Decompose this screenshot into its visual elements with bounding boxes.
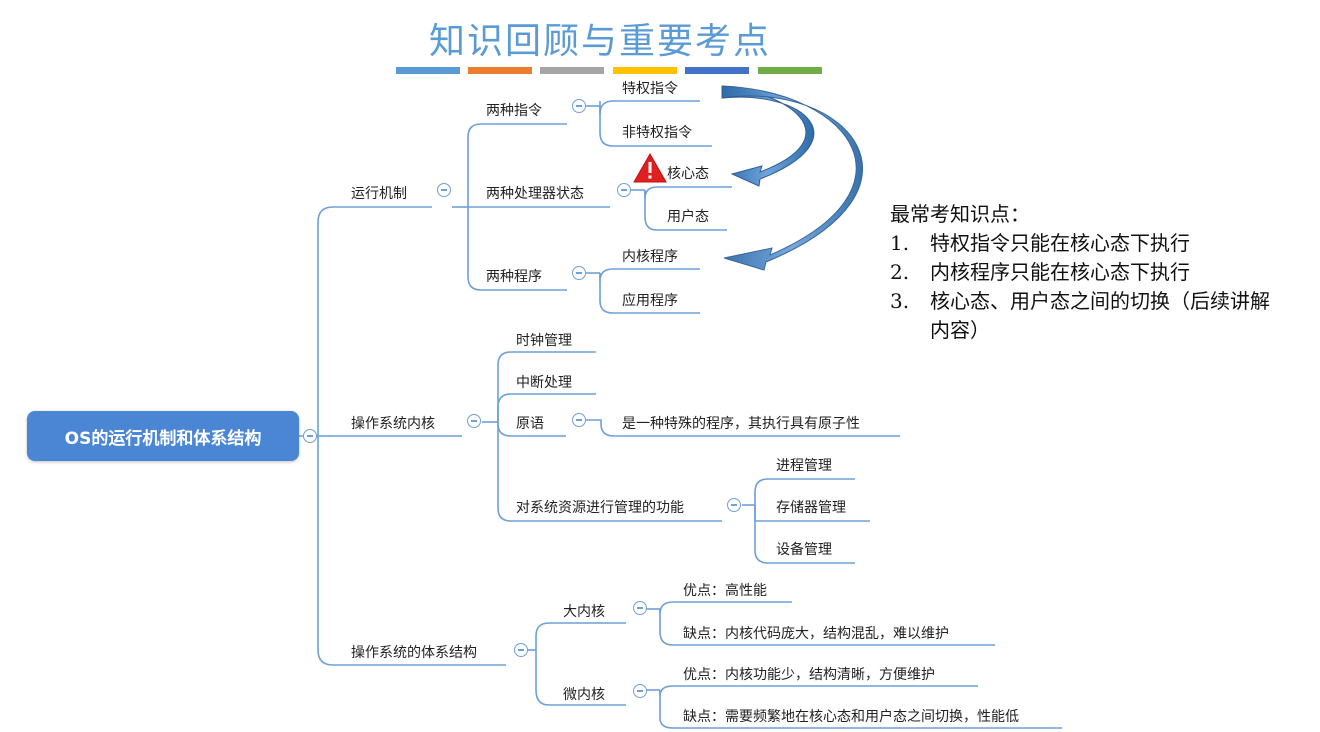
collapse-icon[interactable] bbox=[572, 413, 586, 427]
node-two-instructions[interactable]: 两种指令 bbox=[486, 103, 542, 119]
color-bar-5 bbox=[685, 67, 749, 74]
key-point-text: 核心态、用户态之间的切换（后续讲解内容） bbox=[930, 289, 1270, 342]
root-node[interactable]: OS的运行机制和体系结构 bbox=[27, 411, 299, 461]
key-point-text: 特权指令只能在核心态下执行 bbox=[930, 231, 1190, 255]
page-title: 知识回顾与重要考点 bbox=[428, 21, 771, 62]
node-resource-management[interactable]: 对系统资源进行管理的功能 bbox=[516, 500, 684, 516]
key-point-item: 2. 内核程序只能在核心态下执行 bbox=[890, 258, 1288, 287]
color-bar-2 bbox=[468, 67, 532, 74]
key-point-item: 1. 特权指令只能在核心态下执行 bbox=[890, 229, 1288, 258]
branch-os-architecture[interactable]: 操作系统的体系结构 bbox=[351, 645, 477, 661]
node-device-management[interactable]: 设备管理 bbox=[776, 542, 832, 558]
curved-arrow-icon bbox=[721, 85, 863, 271]
node-kernel-mode[interactable]: 核心态 bbox=[667, 166, 709, 182]
node-primitive[interactable]: 原语 bbox=[516, 416, 544, 432]
key-point-item: 3. 核心态、用户态之间的切换（后续讲解内容） bbox=[890, 287, 1288, 345]
node-memory-management[interactable]: 存储器管理 bbox=[776, 500, 846, 516]
collapse-icon[interactable] bbox=[303, 429, 317, 443]
key-points-heading: 最常考知识点： bbox=[890, 202, 1030, 226]
node-application-program[interactable]: 应用程序 bbox=[622, 293, 678, 309]
node-monolithic-kernel[interactable]: 大内核 bbox=[563, 604, 605, 620]
collapse-icon[interactable] bbox=[437, 183, 451, 197]
node-primitive-detail[interactable]: 是一种特殊的程序，其执行具有原子性 bbox=[622, 416, 860, 432]
node-microkernel-con[interactable]: 缺点：需要频繁地在核心态和用户态之间切换，性能低 bbox=[683, 709, 1019, 725]
collapse-icon[interactable] bbox=[617, 183, 631, 197]
branch-runtime-mechanism[interactable]: 运行机制 bbox=[351, 186, 407, 202]
collapse-icon[interactable] bbox=[633, 601, 647, 615]
node-clock-management[interactable]: 时钟管理 bbox=[516, 333, 572, 349]
color-bar-6 bbox=[758, 67, 822, 74]
collapse-icon[interactable] bbox=[572, 99, 586, 113]
node-kernel-program[interactable]: 内核程序 bbox=[622, 249, 678, 265]
node-user-mode[interactable]: 用户态 bbox=[667, 209, 709, 225]
key-point-number: 2. bbox=[890, 260, 910, 284]
collapse-icon[interactable] bbox=[467, 414, 481, 428]
color-bar-1 bbox=[396, 67, 460, 74]
warning-icon bbox=[633, 152, 667, 183]
collapse-icon[interactable] bbox=[727, 498, 741, 512]
color-bar-4 bbox=[613, 67, 677, 74]
node-monolithic-pro[interactable]: 优点：高性能 bbox=[683, 583, 767, 599]
node-interrupt-handling[interactable]: 中断处理 bbox=[516, 375, 572, 391]
node-process-management[interactable]: 进程管理 bbox=[776, 458, 832, 474]
color-bar-3 bbox=[540, 67, 604, 74]
collapse-icon[interactable] bbox=[514, 643, 528, 657]
node-two-programs[interactable]: 两种程序 bbox=[486, 269, 542, 285]
node-two-processor-states[interactable]: 两种处理器状态 bbox=[486, 186, 584, 202]
node-microkernel[interactable]: 微内核 bbox=[563, 687, 605, 703]
branch-os-kernel[interactable]: 操作系统内核 bbox=[351, 416, 435, 432]
key-point-text: 内核程序只能在核心态下执行 bbox=[930, 260, 1190, 284]
node-microkernel-pro[interactable]: 优点：内核功能少，结构清晰，方便维护 bbox=[683, 667, 935, 683]
collapse-icon[interactable] bbox=[633, 684, 647, 698]
node-privileged-instruction[interactable]: 特权指令 bbox=[622, 81, 678, 97]
node-non-privileged-instruction[interactable]: 非特权指令 bbox=[622, 125, 692, 141]
key-points-panel: 最常考知识点： 1. 特权指令只能在核心态下执行 2. 内核程序只能在核心态下执… bbox=[890, 200, 1288, 345]
node-monolithic-con[interactable]: 缺点：内核代码庞大，结构混乱，难以维护 bbox=[683, 626, 949, 642]
key-point-number: 1. bbox=[890, 231, 910, 255]
key-point-number: 3. bbox=[890, 289, 910, 313]
collapse-icon[interactable] bbox=[572, 266, 586, 280]
